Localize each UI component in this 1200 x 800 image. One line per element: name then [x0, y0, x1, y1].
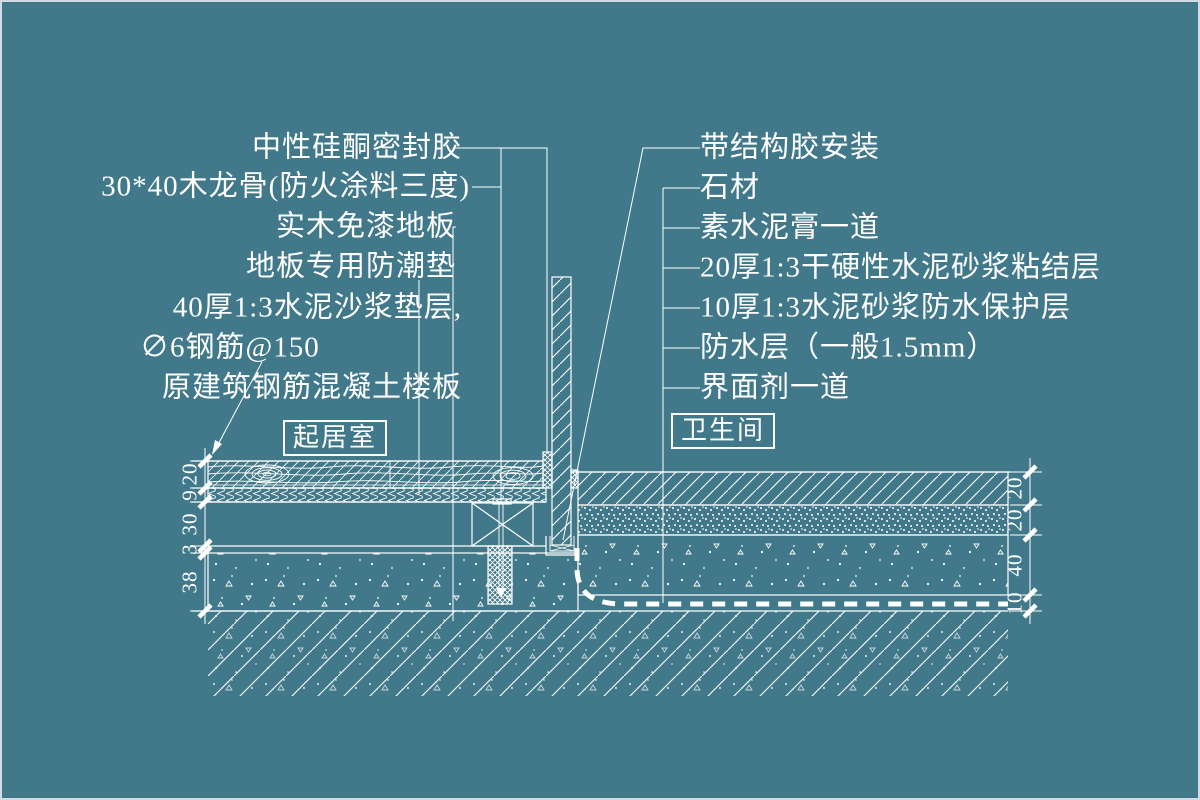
right-dimension-label: 20	[1002, 508, 1027, 532]
sealant-joint-right	[570, 469, 579, 489]
left-annotation-label: 原建筑钢筋混凝土楼板	[161, 371, 462, 404]
bonding-mortar-layer	[577, 504, 1009, 536]
right-annotation-label: 20厚1:3干硬性水泥砂浆粘结层	[700, 251, 1102, 284]
floor-layers	[190, 147, 1042, 696]
left-annotation-label: 中性硅酮密封胶	[251, 131, 462, 164]
left-annotation-label: 30*40木龙骨(防火涂料三度)	[101, 170, 470, 203]
right-annotation-label: 带结构胶安装	[700, 131, 881, 164]
right-dimension-chain	[1010, 458, 1042, 624]
right-annotation-label: 防水层（一般1.5mm）	[700, 331, 997, 364]
left-leaders	[212, 147, 548, 621]
right-dimension-label: 40	[1002, 553, 1027, 577]
bathroom-bed-layer	[577, 534, 1009, 596]
waterproof-membrane	[574, 548, 1010, 607]
right-dimension-label: 10	[1002, 591, 1027, 615]
left-dimension-label: 38	[177, 570, 202, 594]
left-annotation-label: 40厚1:3水泥沙浆垫层,	[172, 291, 462, 324]
concrete-slab-layer	[208, 611, 1008, 696]
left-dimension-label: 20	[177, 462, 202, 486]
left-annotation-label: 地板专用防潮垫	[245, 250, 456, 283]
mortar-bed-layer	[192, 552, 1008, 612]
moisture-pad-layer	[192, 487, 547, 503]
right-annotation-label: 素水泥膏一道	[700, 211, 881, 244]
left-dimension-label: 30	[177, 512, 202, 536]
room-label-bathroom: 卫生间	[670, 413, 776, 449]
left-dimension-label: 9	[177, 489, 202, 501]
sealant-joint-left	[542, 451, 553, 489]
right-leaders	[562, 147, 700, 603]
right-annotation-label: 10厚1:3水泥砂浆防水保护层	[700, 291, 1072, 324]
stone-floor-layer	[571, 471, 1010, 506]
room-label-living-room: 起居室	[282, 420, 388, 456]
left-annotation-label: ∅6钢筋@150	[140, 331, 320, 364]
left-dimension-chain	[190, 448, 213, 624]
left-dimension-label: 3	[177, 543, 202, 555]
right-annotation-label: 石材	[700, 171, 761, 204]
threshold-stone	[551, 276, 572, 546]
left-annotation-label: 实木免漆地板	[275, 210, 456, 243]
right-annotation-label: 界面剂一道	[700, 371, 851, 404]
wood-floorboard-layer	[192, 460, 546, 489]
right-dimension-label: 20	[1002, 476, 1027, 500]
u-channel	[545, 536, 579, 556]
